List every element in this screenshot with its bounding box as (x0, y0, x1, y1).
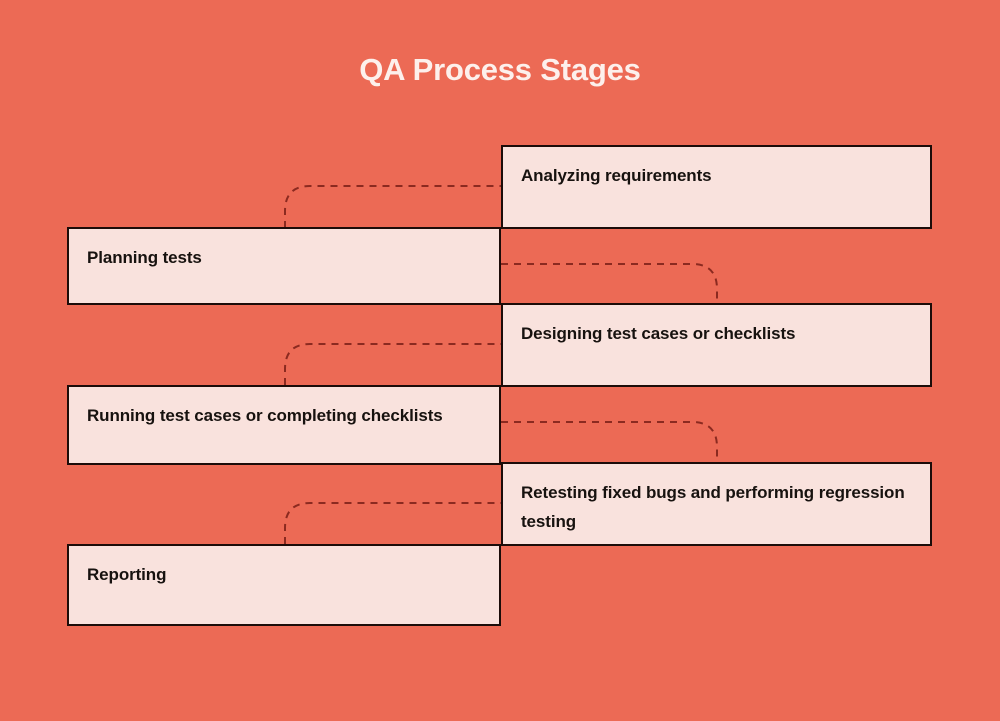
stage-label-1: Analyzing requirements (521, 166, 712, 185)
page-title: QA Process Stages (359, 52, 641, 87)
stage-box-1[interactable]: Analyzing requirements (501, 145, 932, 229)
stage-label-3: Designing test cases or checklists (521, 324, 796, 343)
connector-line-4 (501, 421, 718, 462)
connector-line-5 (284, 502, 501, 544)
connector-line-1 (284, 185, 501, 228)
stage-box-4[interactable]: Running test cases or completing checkli… (67, 385, 501, 465)
stage-box-5[interactable]: Retesting fixed bugs and performing regr… (501, 462, 932, 546)
stage-box-3[interactable]: Designing test cases or checklists (501, 303, 932, 387)
connector-line-2 (501, 263, 718, 303)
connector-line-3 (284, 343, 501, 385)
stage-label-5: Retesting fixed bugs and performing regr… (521, 483, 905, 532)
stage-box-6[interactable]: Reporting (67, 544, 501, 626)
stage-label-4: Running test cases or completing checkli… (87, 406, 443, 425)
stage-label-6: Reporting (87, 565, 167, 584)
stage-box-2[interactable]: Planning tests (67, 227, 501, 305)
stage-label-2: Planning tests (87, 248, 202, 267)
